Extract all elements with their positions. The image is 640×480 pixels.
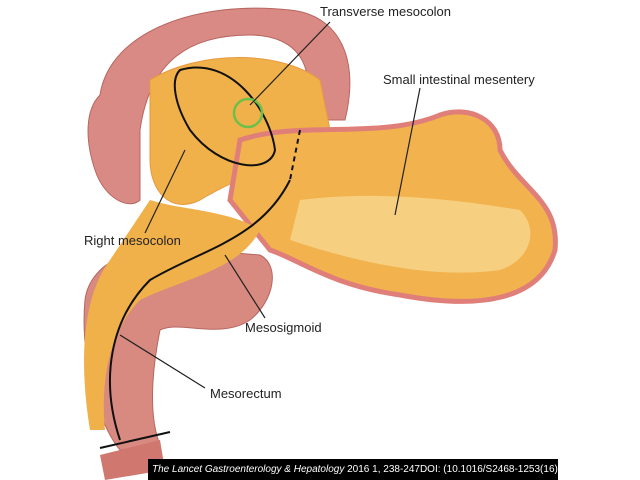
label-transverse-mesocolon: Transverse mesocolon [320, 4, 452, 19]
label-mesosigmoid: Mesosigmoid [245, 320, 322, 335]
journal-name: The Lancet Gastroenterology & Hepatology [152, 464, 345, 475]
label-right-mesocolon: Right mesocolon [84, 233, 181, 248]
citation-caption: The Lancet Gastroenterology & Hepatology… [148, 459, 558, 480]
leader-lines [119, 21, 421, 389]
label-mesorectum: Mesorectum [210, 386, 282, 401]
outline-lines [99, 66, 301, 449]
highlight-circle [232, 97, 264, 129]
citation-text: 2016 1, 238-247DOI: (10.1016/S2468-1253(… [347, 464, 558, 475]
mesentery [84, 57, 558, 430]
label-small-intestinal-mesentery: Small intestinal mesentery [383, 72, 535, 87]
